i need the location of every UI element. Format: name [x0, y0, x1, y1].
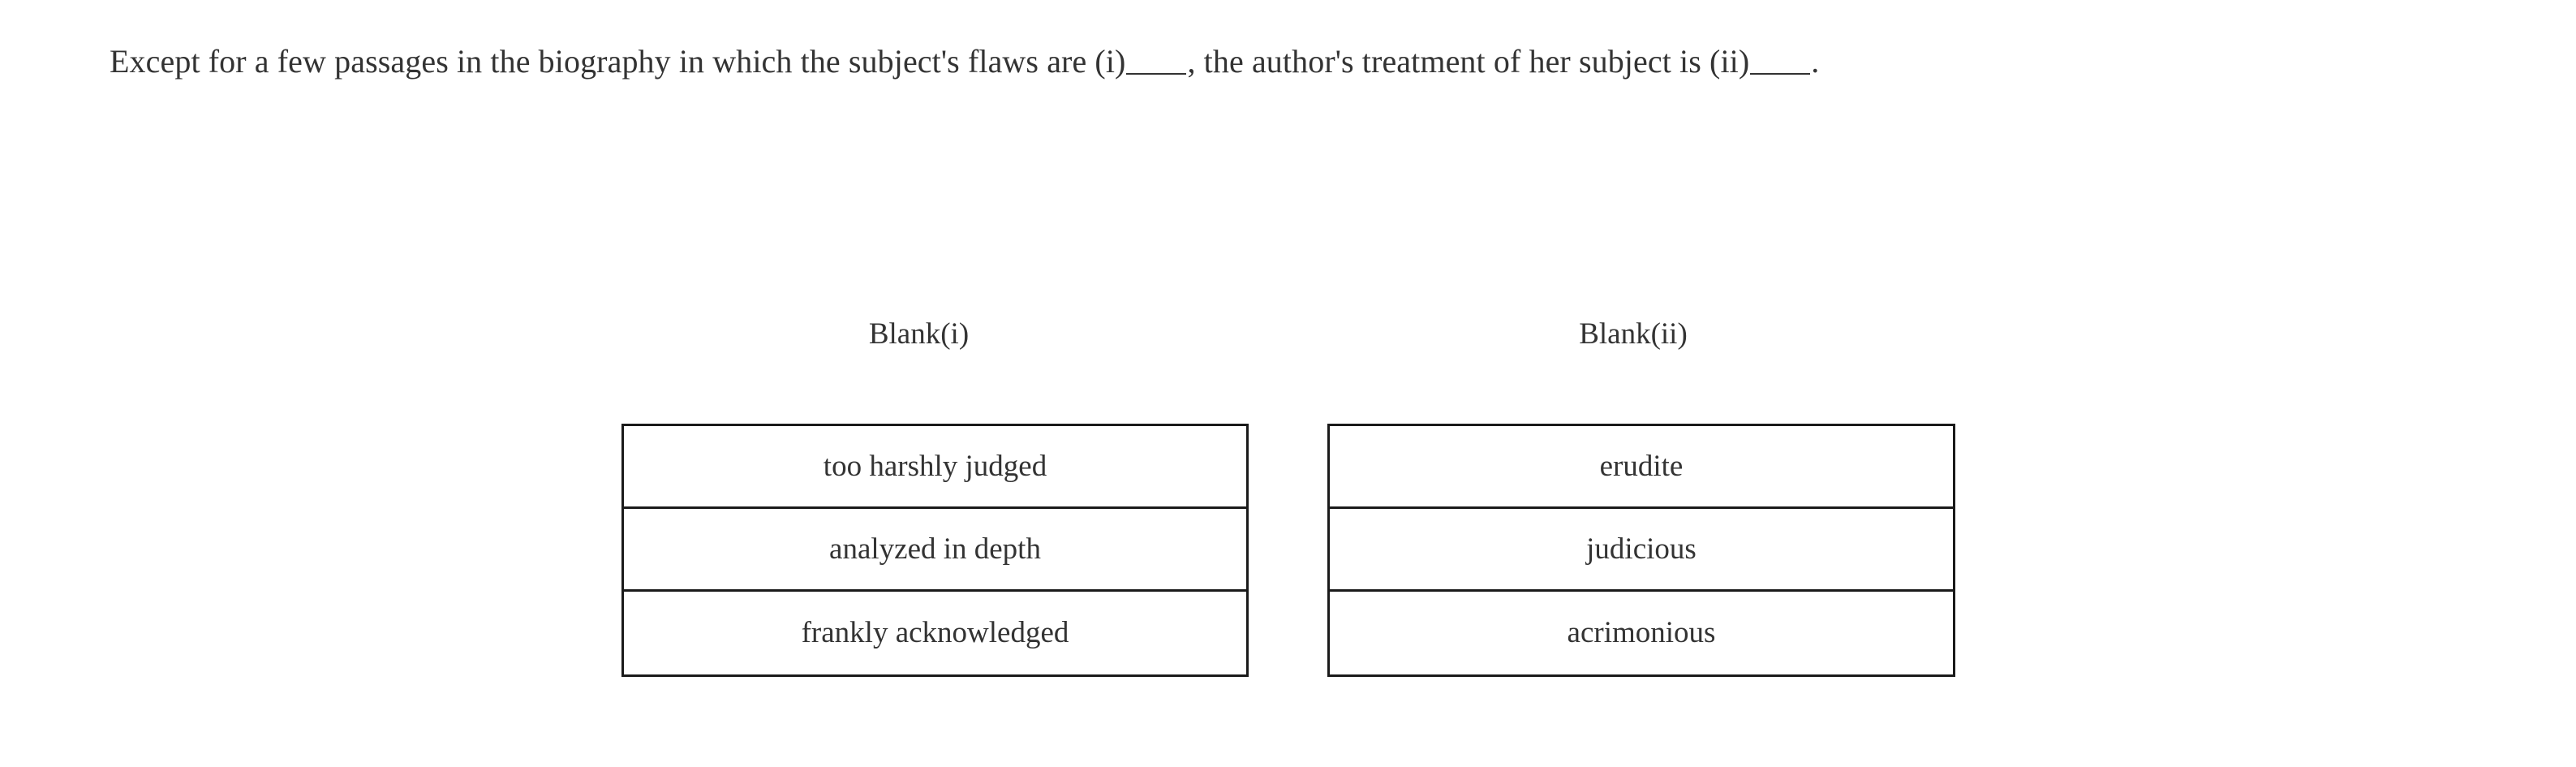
- blank-ii-option-1-label: erudite: [1599, 449, 1684, 483]
- prompt-segment-3: .: [1811, 43, 1820, 80]
- blank-ii-header: Blank(ii): [1579, 317, 1688, 351]
- blank-i-option-2[interactable]: analyzed in depth: [624, 509, 1246, 592]
- blank-ii-option-1[interactable]: erudite: [1330, 426, 1953, 509]
- blank-i-header: Blank(i): [868, 317, 970, 351]
- blank-i-option-1-label: too harshly judged: [823, 449, 1047, 483]
- blank-ii-column: Blank(ii) erudite judicious acrimonious: [1327, 317, 1955, 677]
- blank-i-option-2-label: analyzed in depth: [829, 532, 1041, 566]
- blank-i-option-1[interactable]: too harshly judged: [624, 426, 1246, 509]
- blank-ii-option-3[interactable]: acrimonious: [1330, 592, 1953, 674]
- question-prompt: Except for a few passages in the biograp…: [110, 42, 1819, 81]
- prompt-segment-1: Except for a few passages in the biograp…: [110, 43, 1126, 80]
- blank-ii-placeholder: [1750, 73, 1811, 75]
- blank-ii-option-2-label: judicious: [1586, 532, 1697, 566]
- blank-i-option-3-label: frankly acknowledged: [801, 616, 1069, 649]
- blank-i-placeholder: [1126, 73, 1187, 75]
- prompt-segment-2: , the author's treatment of her subject …: [1187, 43, 1750, 80]
- blank-i-options-table: too harshly judged analyzed in depth fra…: [621, 424, 1249, 677]
- blank-ii-option-3-label: acrimonious: [1567, 616, 1716, 649]
- blank-i-column: Blank(i) too harshly judged analyzed in …: [621, 317, 1249, 677]
- blank-ii-option-2[interactable]: judicious: [1330, 509, 1953, 592]
- blank-ii-options-table: erudite judicious acrimonious: [1327, 424, 1955, 677]
- blank-i-option-3[interactable]: frankly acknowledged: [624, 592, 1246, 674]
